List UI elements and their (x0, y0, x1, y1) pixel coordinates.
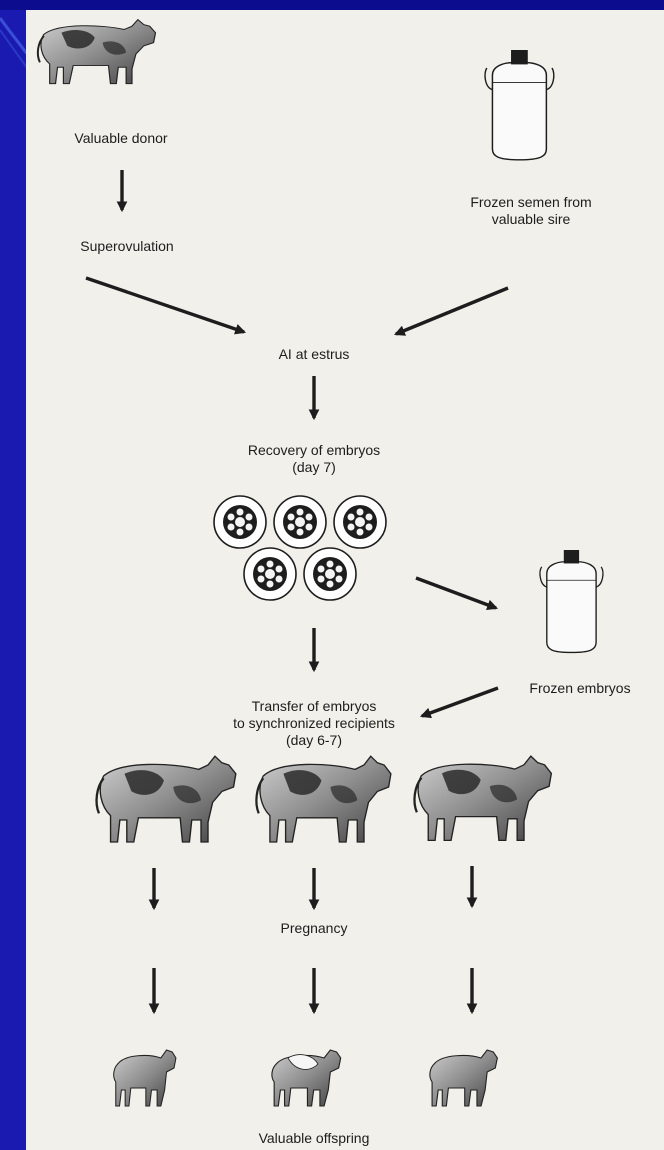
label-frozen-embryos: Frozen embryos (502, 680, 658, 697)
semen-tank-icon (485, 50, 554, 160)
embryos-cluster-icon (214, 496, 386, 600)
recipient-cow-3-icon (414, 756, 551, 840)
offspring-calf-3-icon (430, 1050, 498, 1106)
label-recovery-of-embryos: Recovery of embryos (day 7) (214, 442, 414, 476)
label-frozen-semen: Frozen semen from valuable sire (438, 194, 624, 228)
arrow-embryos-to-frozen (416, 578, 496, 608)
embryo-transfer-diagram (26, 10, 664, 1150)
offspring-calf-1-icon (114, 1050, 176, 1106)
textbook-page: Valuable donor Superovulation Frozen sem… (26, 10, 664, 1150)
offspring-calf-2-icon (272, 1050, 341, 1106)
label-valuable-offspring: Valuable offspring (222, 1130, 406, 1147)
recipient-cow-1-icon (97, 756, 236, 842)
donor-cow-icon (38, 20, 156, 84)
recipient-cow-2-icon (256, 756, 390, 842)
label-ai-at-estrus: AI at estrus (236, 346, 392, 363)
label-pregnancy: Pregnancy (252, 920, 376, 937)
label-transfer-of-embryos: Transfer of embryos to synchronized reci… (192, 698, 436, 749)
arrow-semen-to-ai (396, 288, 508, 334)
embryo-tank-icon (540, 550, 603, 652)
label-valuable-donor: Valuable donor (46, 130, 196, 147)
label-superovulation: Superovulation (52, 238, 202, 255)
arrow-superovulation-to-ai (86, 278, 244, 332)
